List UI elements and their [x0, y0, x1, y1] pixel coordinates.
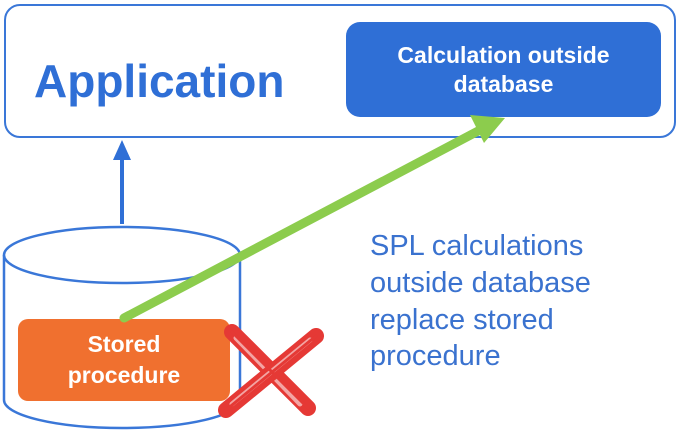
spl-note-line-2: outside database	[370, 266, 591, 299]
spl-note-line-1: SPL calculations	[370, 230, 584, 262]
stored-procedure-line-2: procedure	[67, 362, 181, 388]
spl-note-line-4: procedure	[370, 340, 501, 373]
arrow-up-icon	[113, 140, 131, 224]
stored-procedure-box: Stored procedure	[18, 319, 230, 401]
spl-note-line-3: replace stored	[370, 303, 554, 336]
stored-procedure-line-1: Stored	[87, 330, 161, 357]
database-cylinder-top	[2, 225, 242, 285]
calculation-outside-database-box: Calculation outside database	[346, 22, 661, 117]
calc-box-line-1: Calculation outside	[397, 41, 610, 68]
application-title: Application	[34, 55, 285, 107]
spl-note: SPL calculations outside database replac…	[370, 228, 591, 375]
calc-box-line-2: database	[453, 70, 554, 97]
